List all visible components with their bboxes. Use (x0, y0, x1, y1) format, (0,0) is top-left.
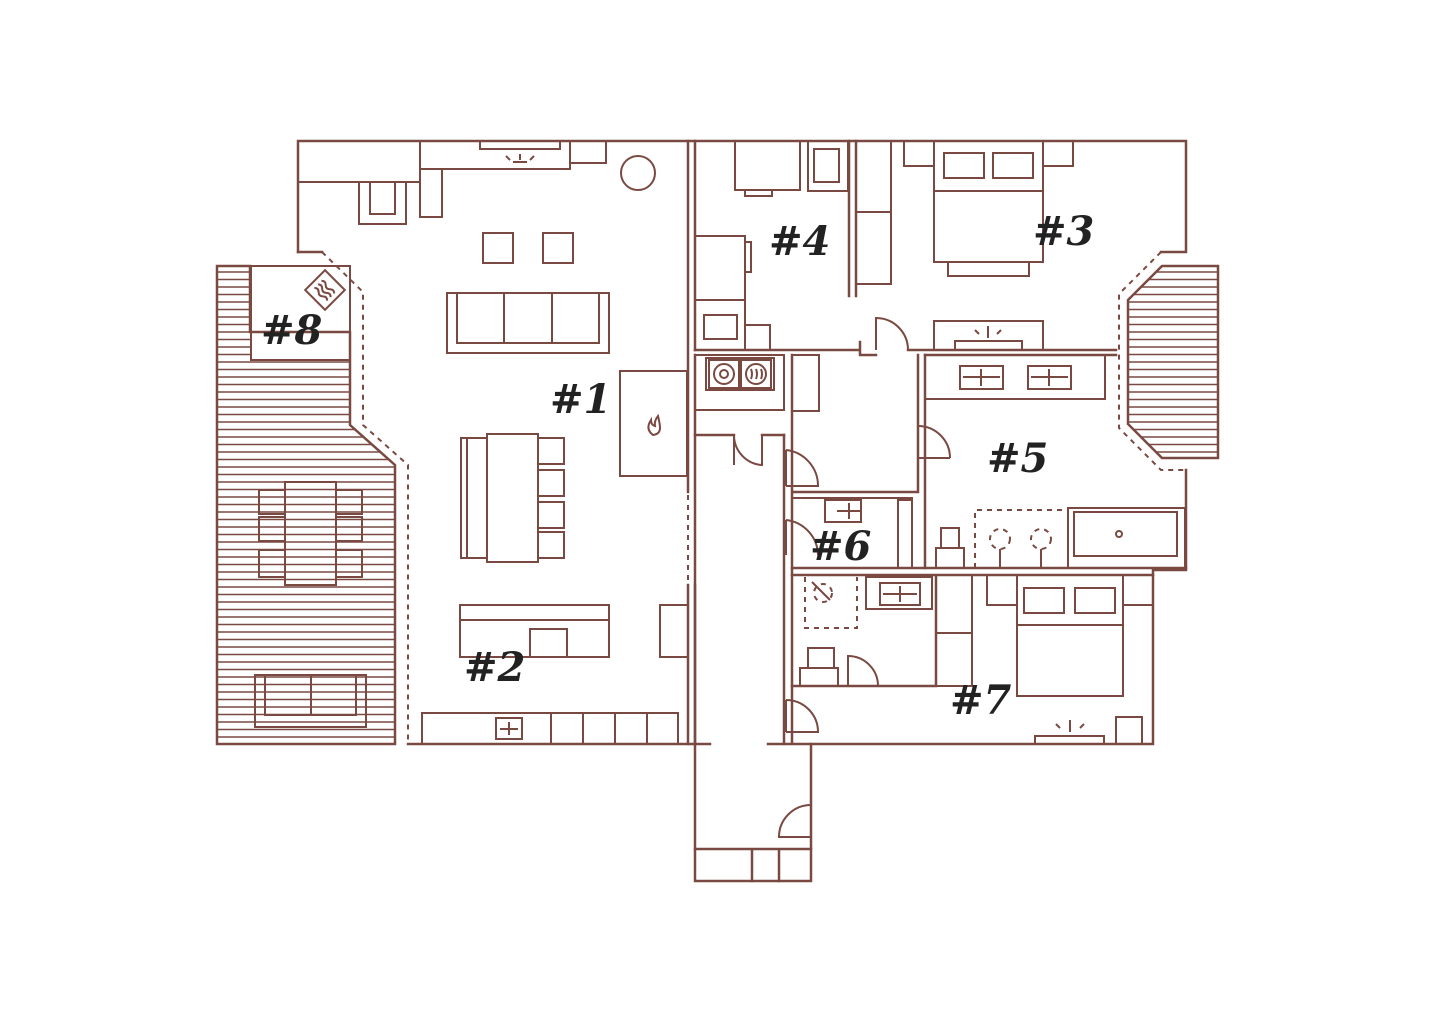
deck-planks (217, 271, 395, 738)
left-deck (215, 264, 397, 746)
kitchen-furniture (421, 604, 689, 745)
balcony-planks (1128, 271, 1218, 453)
room-5-furniture (924, 354, 1186, 569)
right-balcony (1126, 264, 1220, 460)
shower-icon (989, 528, 1052, 568)
utility-furniture (694, 354, 820, 412)
room-label-3: #3 (1033, 208, 1094, 255)
room-label-7: #7 (950, 677, 1012, 724)
room-labels: #1 #2 #3 #4 #5 #6 #7 #8 (261, 208, 1094, 724)
fireplace (619, 370, 688, 477)
room-6-furniture (792, 497, 913, 569)
heater-icon (303, 268, 347, 312)
room-label-5: #5 (987, 435, 1048, 482)
room-3-furniture (903, 140, 1074, 351)
room-label-1: #1 (550, 376, 611, 423)
living-sofa (446, 292, 610, 354)
outdoor-dining-table (258, 481, 363, 586)
interior-walls (686, 139, 1188, 746)
stove-icon (708, 359, 772, 389)
lamp-icon (505, 154, 535, 163)
fireplace-icon (647, 413, 662, 437)
room-label-6: #6 (810, 523, 871, 570)
room-label-8: #8 (261, 307, 322, 354)
room-4-furniture (695, 140, 892, 351)
deck-corner-area (250, 265, 351, 361)
room-label-4: #4 (769, 218, 830, 265)
room-7-furniture (799, 574, 1154, 745)
room-label-2: #2 (464, 644, 525, 691)
dining-table (460, 433, 565, 563)
living-room-furniture (297, 140, 688, 563)
outdoor-sofa (254, 674, 367, 728)
